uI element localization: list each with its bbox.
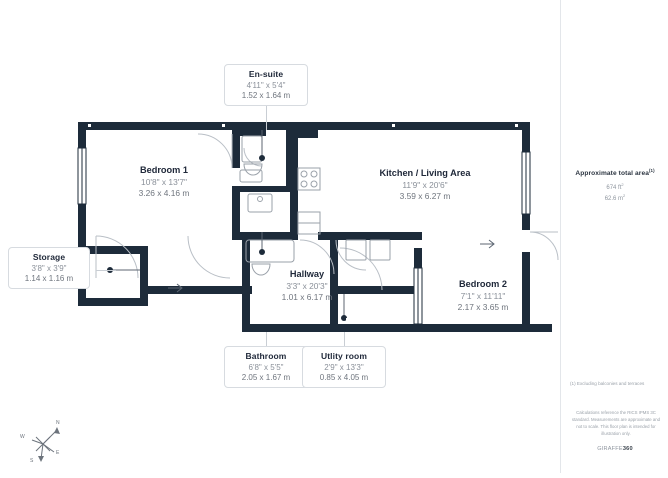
- info-sidebar: Approximate total area(1) 674 ft2 62.6 m…: [560, 0, 668, 473]
- room-label-kitchen-living-area: Kitchen / Living Area 11'9" x 20'6" 3.59…: [345, 168, 505, 201]
- leader-line-storage: [96, 270, 116, 271]
- room-name: Bathroom: [245, 351, 287, 361]
- entry-arrow-icon: [168, 239, 495, 293]
- room-name: Hallway: [289, 269, 325, 279]
- fixtures: [239, 135, 391, 276]
- compass-label-north: N: [56, 420, 60, 426]
- room-name: Storage: [32, 252, 66, 262]
- room-dimensions-imperial: 11'9" x 20'6": [402, 180, 448, 190]
- legal-disclaimer: Calculations reference the RICS IPMS 3C …: [571, 410, 661, 437]
- room-dimensions-metric: 0.85 x 4.05 m: [319, 373, 369, 382]
- room-name: Bedroom 2: [459, 279, 507, 289]
- room-dimensions-metric: 2.05 x 1.67 m: [241, 373, 291, 382]
- room-name: En-suite: [248, 69, 284, 79]
- total-area-block: Approximate total area(1) 674 ft2 62.6 m…: [561, 168, 668, 202]
- room-label-bedroom-1: Bedroom 1 10'8" x 13'7" 3.26 x 4.16 m: [104, 165, 224, 198]
- compass-label-east: E: [56, 450, 60, 456]
- door-swings: [95, 133, 559, 291]
- footnote-marker: (1): [648, 168, 655, 173]
- room-name: Kitchen / Living Area: [379, 168, 471, 178]
- room-dimensions-imperial: 6'8" x 5'5": [248, 363, 284, 372]
- area-footnote: (1) Excluding balconies and terraces: [570, 381, 645, 386]
- leader-line-bathroom: [266, 332, 267, 346]
- room-dimensions-imperial: 7'1" x 11'11": [460, 291, 506, 301]
- room-label-utility-room: Utlity room 2'9" x 13'3" 0.85 x 4.05 m: [302, 346, 386, 388]
- room-label-bathroom: Bathroom 6'8" x 5'5" 2.05 x 1.67 m: [224, 346, 308, 388]
- total-area-sqft: 674 ft2: [606, 182, 624, 192]
- interior-walls: [232, 130, 422, 326]
- giraffe360-logo: GIRAFFE360: [597, 446, 633, 452]
- room-dimensions-imperial: 10'8" x 13'7": [141, 177, 187, 187]
- room-dimensions-metric: 1.14 x 1.16 m: [24, 274, 74, 283]
- corner-ticks: [88, 124, 518, 379]
- room-label-bedroom-2: Bedroom 2 7'1" x 11'11" 2.17 x 3.65 m: [428, 279, 538, 312]
- leader-line-en-suite: [266, 104, 267, 130]
- room-name: Bedroom 1: [140, 165, 188, 175]
- floor-plan-svg: .w{fill:#1d2b3a;} .fx{fill:none;stroke:#…: [77, 122, 559, 379]
- room-dimensions-imperial: 3'8" x 3'9": [31, 264, 67, 273]
- compass-icon: [31, 427, 60, 462]
- compass-label-south: S: [30, 458, 34, 464]
- room-label-hallway: Hallway 3'3" x 20'3" 1.01 x 6.17 m: [252, 269, 362, 302]
- room-dimensions-imperial: 3'3" x 20'3": [286, 281, 328, 291]
- room-dimensions-metric: 2.17 x 3.65 m: [457, 302, 509, 312]
- compass-rose: N E W S: [14, 418, 72, 470]
- total-area-title: Approximate total area(1): [575, 168, 655, 178]
- total-area-sqm: 62.6 m2: [604, 193, 626, 203]
- room-label-storage: Storage 3'8" x 3'9" 1.14 x 1.16 m: [8, 247, 90, 289]
- room-name: Utlity room: [321, 351, 367, 361]
- compass-label-west: W: [20, 434, 25, 440]
- leader-line-utility-room: [344, 332, 345, 346]
- room-dimensions-imperial: 2'9" x 13'3": [324, 363, 364, 372]
- room-dimensions-metric: 3.59 x 6.27 m: [399, 191, 451, 201]
- room-dimensions-imperial: 4'11" x 5'4": [246, 81, 286, 90]
- room-dimensions-metric: 1.52 x 1.64 m: [241, 91, 291, 100]
- room-label-en-suite: En-suite 4'11" x 5'4" 1.52 x 1.64 m: [224, 64, 308, 106]
- room-dimensions-metric: 1.01 x 6.17 m: [281, 292, 333, 302]
- floor-plan-drawing: .w{fill:#1d2b3a;} .fx{fill:none;stroke:#…: [77, 122, 559, 379]
- room-dimensions-metric: 3.26 x 4.16 m: [138, 188, 190, 198]
